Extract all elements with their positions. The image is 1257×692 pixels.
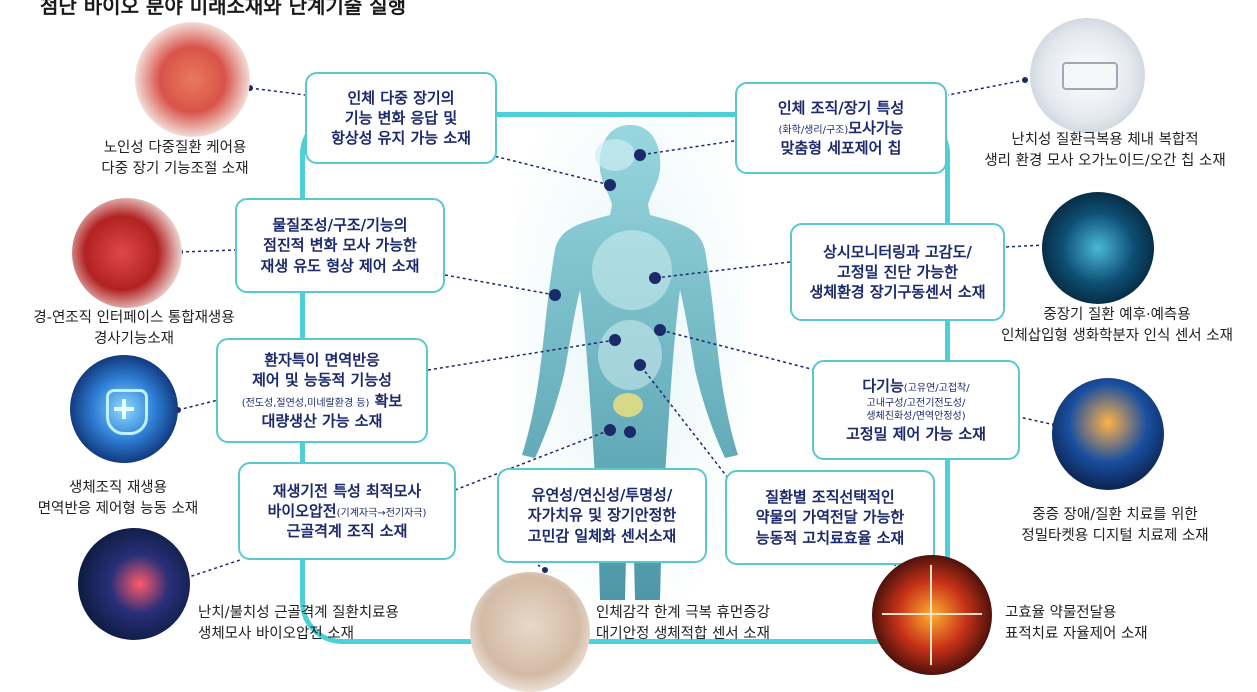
- digital-therapeutics-image: [1052, 378, 1164, 490]
- muscle-tendon-image: [72, 198, 182, 308]
- organ-chip-image: [1030, 18, 1145, 133]
- box-multi-organ: 인체 다중 장기의 기능 변화 응답 및 항상성 유지 가능 소재: [305, 72, 497, 164]
- box-multifunction: 다기능(고유연/고접착/ 고내구성/고전기전도성/ 생체친화성/면역안정성) 고…: [812, 360, 1020, 460]
- hand-xray-image: [78, 528, 190, 640]
- implant-sensor-image: [1042, 192, 1154, 304]
- box-regeneration: 물질조성/구조/기능의 점진적 변화 모사 가능한 재생 유도 형상 제어 소재: [235, 198, 445, 293]
- box-sensor: 유연성/연신성/투명성/ 자가치유 및 장기안정한 고민감 일체화 센서소재: [497, 468, 707, 563]
- box-monitoring: 상시모니터링과 고감도/ 고정밀 진단 가능한 생체환경 장기구동센서 소재: [790, 223, 1005, 321]
- organs-image: [135, 22, 250, 137]
- box-drug-delivery: 질환별 조직선택적인 약물의 가역전달 가능한 능동적 고치료효율 소재: [725, 470, 935, 565]
- skin-sensor-image: [470, 572, 590, 692]
- box-organ-chip: 인체 조직/장기 특성 (화학/생리/구조)모사가능 맞춤형 세포제어 칩: [735, 82, 947, 174]
- immune-shield-image: [70, 355, 178, 463]
- drug-target-image: [872, 555, 992, 675]
- box-immune: 환자특이 면역반응 제어 및 능동적 기능성 (전도성,절연성,미네랄환경 등)…: [216, 338, 428, 443]
- box-piezo: 재생기전 특성 최적모사 바이오압전(기계자극→전기자극) 근골격계 조직 소재: [238, 462, 456, 560]
